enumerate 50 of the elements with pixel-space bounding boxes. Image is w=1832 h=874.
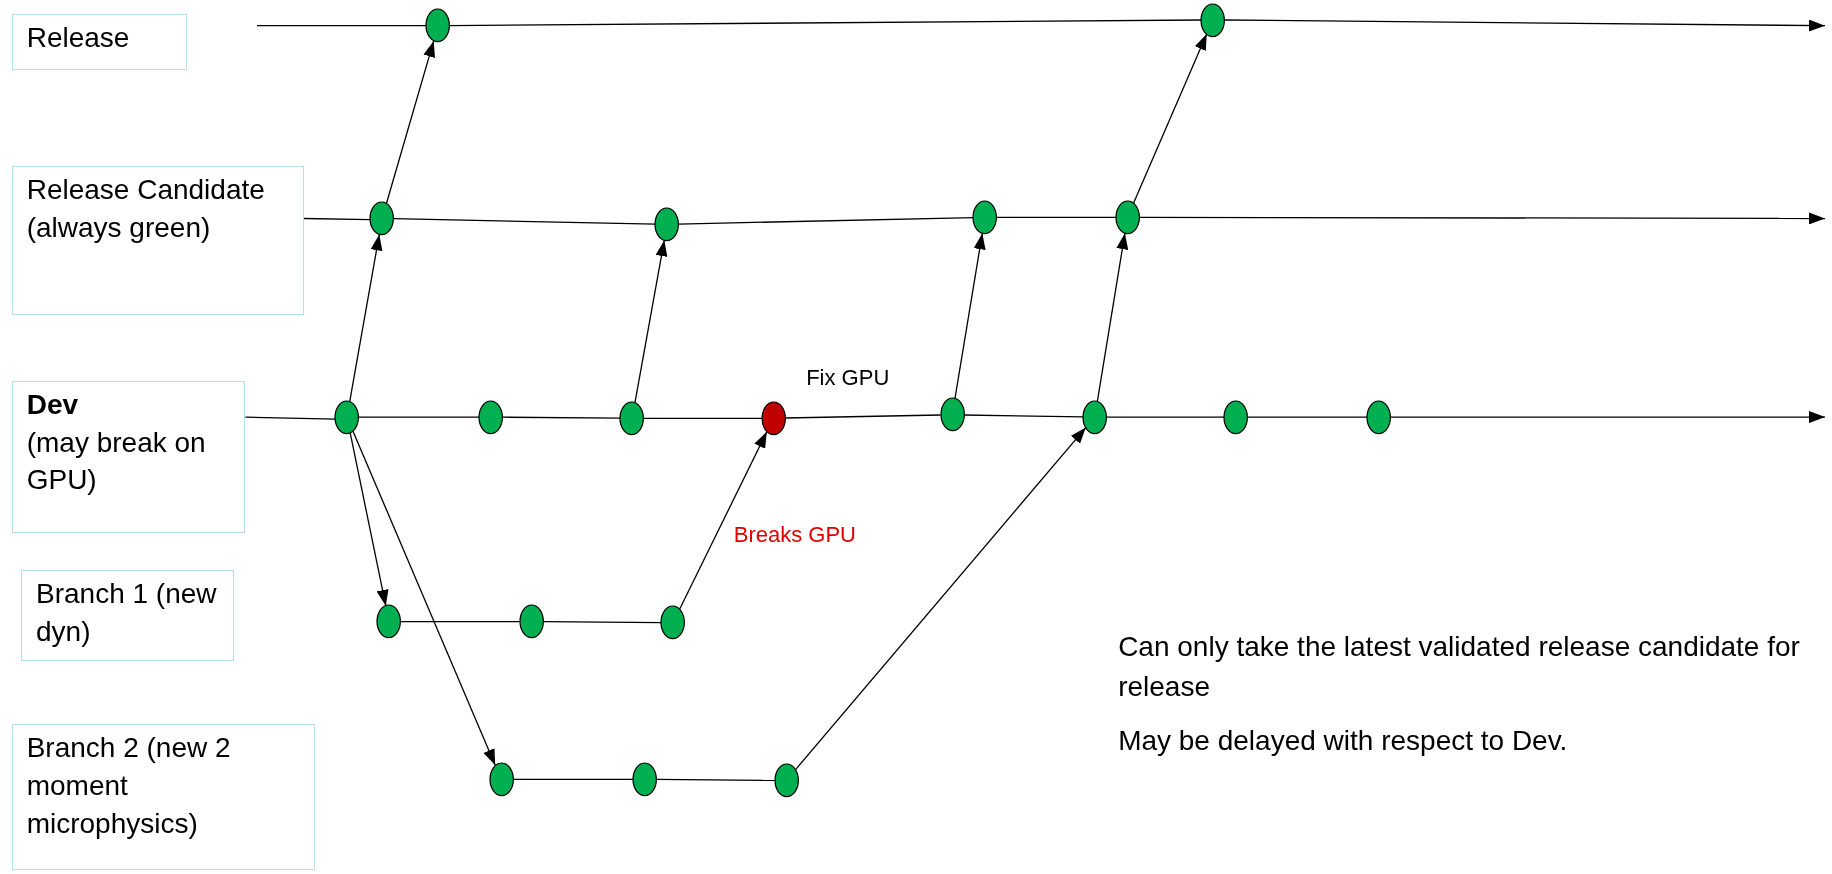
connector-line	[963, 414, 1084, 418]
commit-dot	[334, 399, 360, 435]
commit-dot	[972, 199, 998, 235]
commit-dot	[760, 400, 787, 436]
commit-dot	[654, 206, 680, 242]
connector-line	[678, 216, 974, 225]
arrow	[385, 40, 435, 204]
arrow	[634, 239, 668, 404]
connector-line	[449, 19, 1202, 27]
arrow	[352, 430, 496, 766]
commit-dot	[488, 761, 514, 797]
commit-dot	[478, 399, 504, 435]
arrow	[349, 432, 389, 607]
commit-dot	[619, 400, 645, 436]
arrow	[954, 232, 986, 400]
lane-label-box	[11, 724, 316, 871]
commit-dot	[1223, 399, 1249, 435]
commit-dot	[660, 605, 686, 641]
lane-name: Branch 1 (new dyn)	[36, 577, 218, 649]
connector-line	[512, 778, 634, 780]
commit-dot	[1200, 2, 1226, 38]
lane-label-box	[21, 570, 234, 662]
lane-name: Dev	[26, 387, 80, 422]
edge-label: Breaks GPU	[733, 522, 856, 549]
arrow	[1132, 33, 1208, 204]
arrow	[794, 426, 1087, 771]
arrow	[678, 431, 768, 610]
commit-dot	[376, 604, 402, 639]
lane-label-box	[11, 165, 304, 316]
lane-label-box	[11, 380, 246, 533]
lane-label-box	[11, 14, 187, 71]
lane-name: Branch 2 (new 2 moment microphysics)	[26, 731, 232, 841]
commit-dot	[425, 8, 451, 44]
commit-dot	[773, 763, 799, 798]
connector-line	[358, 416, 480, 418]
commit-dot	[1366, 399, 1392, 435]
edge-label: Fix GPU	[806, 364, 890, 391]
commit-dot	[1082, 399, 1108, 435]
lane-name: Release	[26, 21, 131, 55]
arrow	[1096, 232, 1129, 402]
commit-dot	[939, 397, 965, 433]
lane-name: Release Candidate (always green)	[26, 172, 266, 245]
commit-dot	[1114, 199, 1141, 235]
commit-dot	[518, 604, 545, 639]
note-text: May be delayed with respect to Dev.	[1118, 723, 1569, 758]
note-text: Can only take the latest validated release candidate for release	[1118, 630, 1801, 704]
commit-dot	[369, 201, 395, 236]
lane-description: (may break on GPU)	[26, 425, 207, 498]
commit-dot	[632, 761, 658, 797]
arrow	[349, 233, 383, 402]
